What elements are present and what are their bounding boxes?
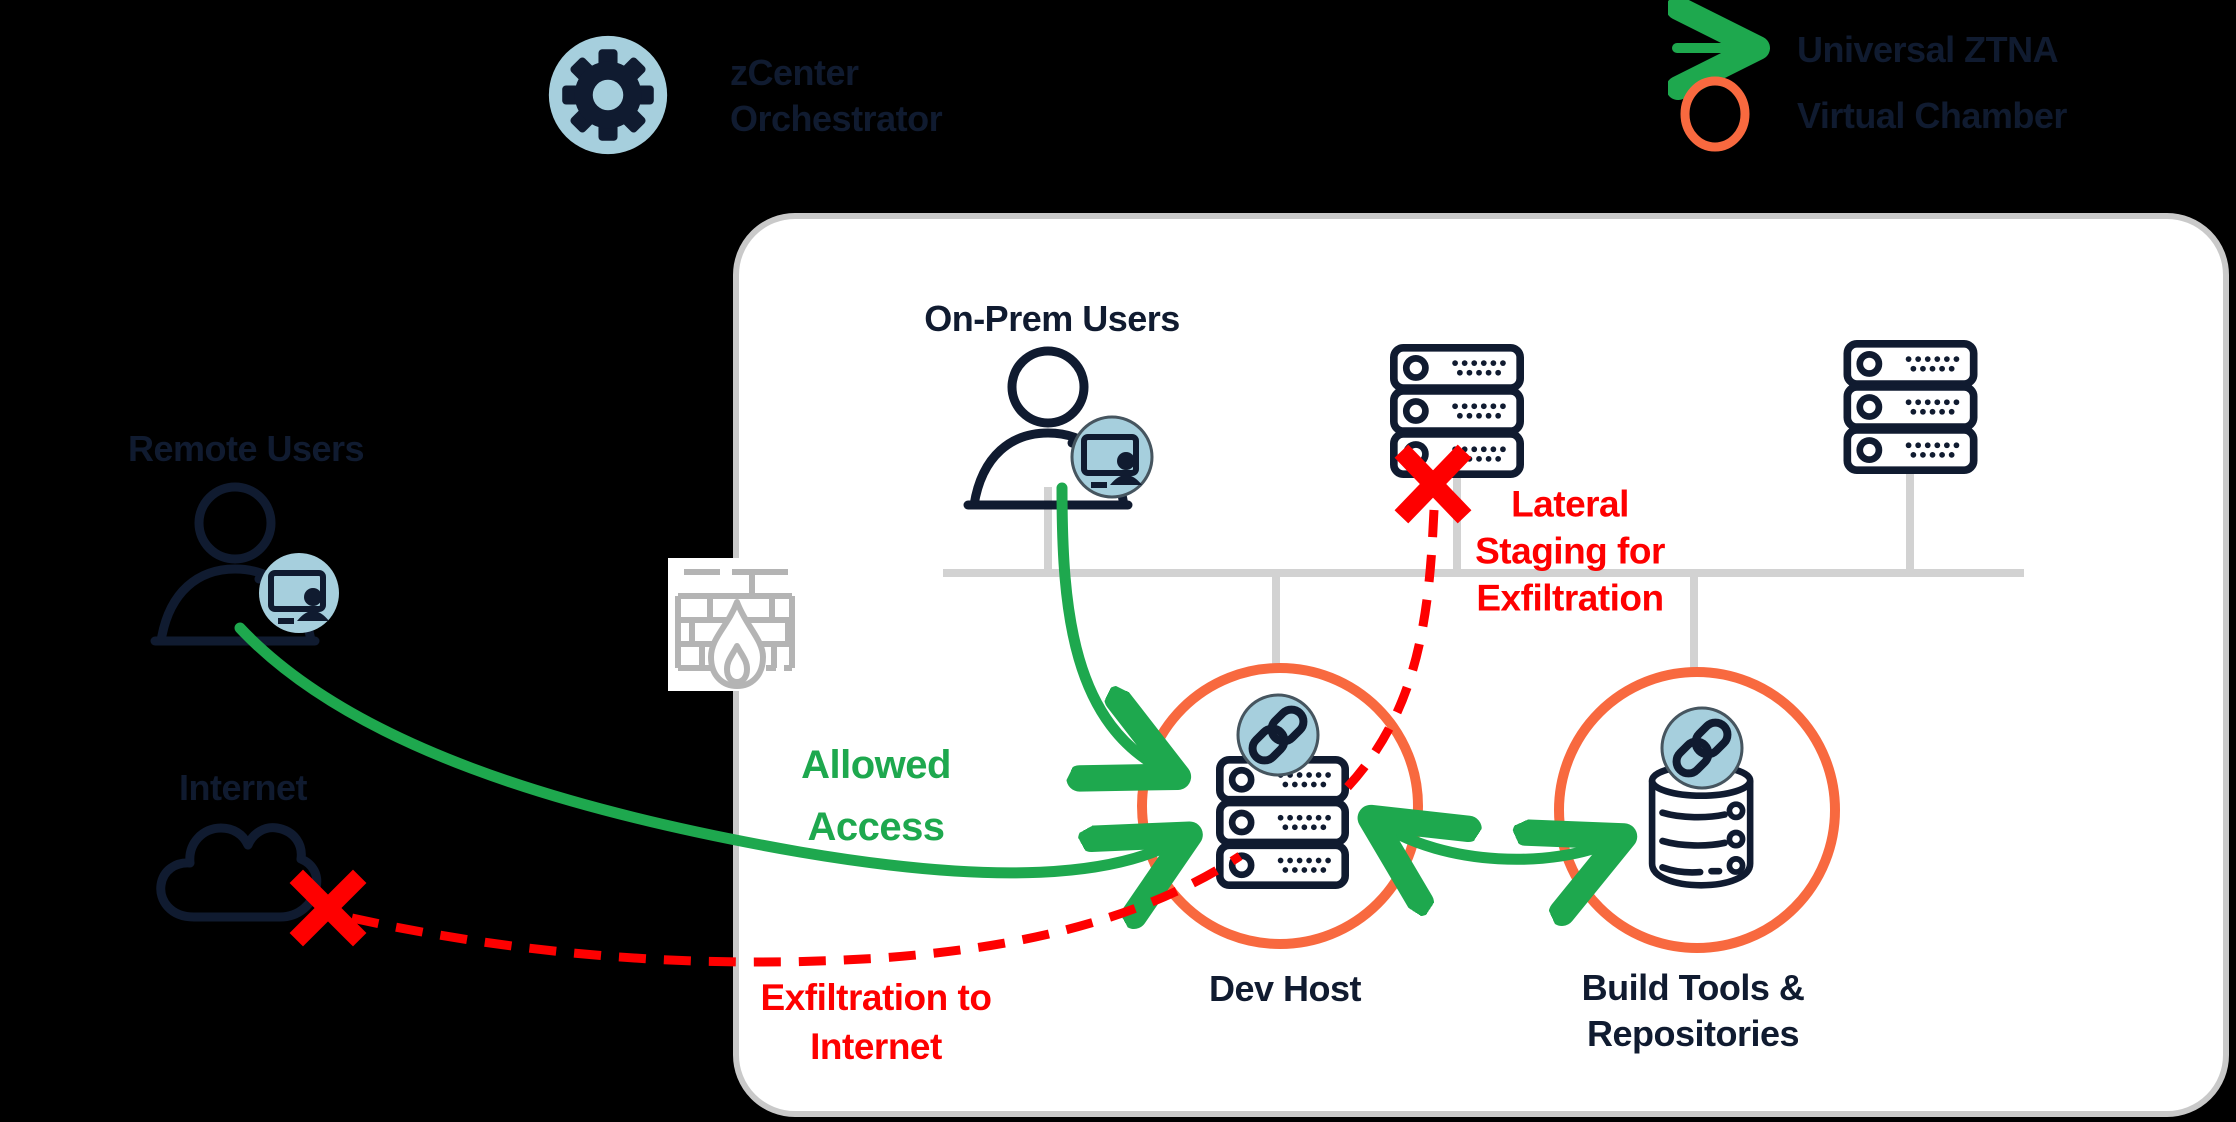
allowed-access-annotation: Allowed Access [801,734,951,858]
flow-remote-users-to-dev-host [234,622,1180,873]
lateral-staging-annotation: Lateral Staging for Exfiltration [1475,481,1665,622]
allowed-access-line1: Allowed [801,743,951,787]
flow-lateral-staging [1336,509,1439,799]
build-tools-label-line1: Build Tools & [1581,967,1805,1008]
link-icon [1236,693,1320,777]
exfiltration-line2: Internet [810,1026,942,1067]
onprem-users-label: On-Prem Users [924,298,1180,339]
legend-ztna-label: Universal ZTNA [1797,29,2059,70]
flow-onprem-users-to-dev-host [1056,482,1168,772]
flow-exfiltration-to-internet [351,852,1243,967]
build-tools-label-line2: Repositories [1586,1013,1800,1054]
user-with-laptop-icon [150,482,339,646]
gear-icon [548,35,668,155]
orchestrator-label-line2: Orchestrator [730,98,943,139]
orchestrator-label-line1: zCenter [730,52,859,93]
legend-virtual-chamber-circle [1680,76,1750,152]
blocked-x-icon [1394,444,1472,524]
firewall-icon [668,558,806,691]
lateral-staging-line3: Exfiltration [1476,577,1664,619]
server-rack-icon [1843,340,1978,474]
link-icon [1660,706,1744,790]
internet-label: Internet [178,767,308,808]
cloud-icon [156,823,322,922]
lateral-staging-line1: Lateral [1511,483,1629,525]
user-with-laptop-icon [963,346,1154,510]
allowed-access-line2: Access [807,805,945,849]
dev-host-label: Dev Host [1208,968,1362,1009]
server-rack-icon [1216,756,1349,889]
exfiltration-annotation: Exfiltration to Internet [761,973,992,1071]
exfiltration-line1: Exfiltration to [760,977,992,1018]
legend-chamber-label: Virtual Chamber [1797,95,2067,136]
lateral-staging-line2: Staging for [1475,530,1665,572]
flow-dev-host-build-tools [1380,824,1614,859]
remote-users-label: Remote Users [127,428,365,469]
build-tools-label: Build Tools & Repositories [1582,965,1805,1057]
orchestrator-label: zCenter Orchestrator [730,50,943,142]
blocked-x-icon [289,869,367,947]
